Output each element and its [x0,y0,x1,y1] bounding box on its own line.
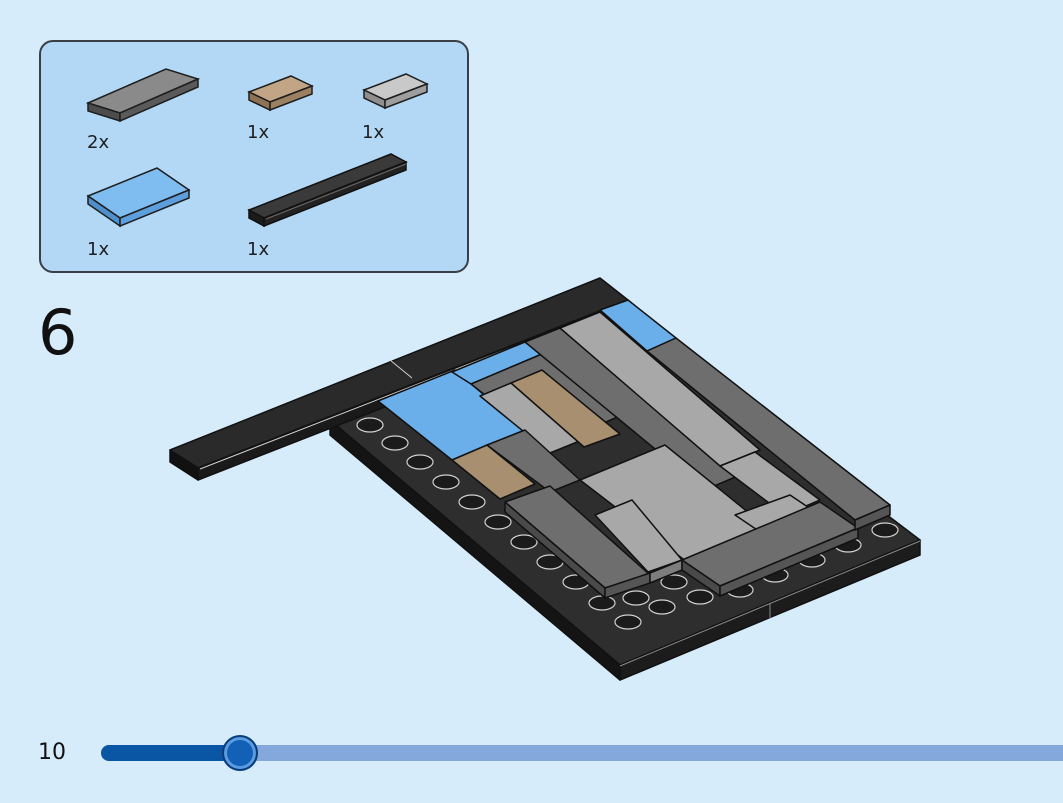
tan-tile-icon [247,75,314,112]
black-tile-icon [247,153,408,228]
part-quantity: 1x [362,122,385,143]
part-quantity: 1x [247,239,270,260]
part-quantity: 2x [87,132,110,153]
parts-list-callout: 2x 1x 1x 1x 1x [39,40,469,273]
dark-gray-tile-icon [85,68,201,123]
step-number: 6 [38,296,78,369]
part-quantity: 1x [87,239,110,260]
progress-bar-track [101,745,1063,761]
tan-tile-a [510,369,621,448]
page-number: 10 [38,740,66,765]
base-plate-side [329,419,621,681]
light-gray-tile-icon [362,73,429,110]
progress-bar-fill [101,745,240,761]
part-quantity: 1x [247,122,270,143]
tile-front-face-d [719,527,859,597]
medium-blue-tile-icon [86,167,191,228]
light-gray-strip-a [559,311,761,467]
progress-knob[interactable] [222,735,258,771]
base-plate-studs [356,417,899,630]
model-build-illustration [169,277,921,681]
tan-tile-b [451,444,536,500]
tile-front-face-e [854,504,891,531]
